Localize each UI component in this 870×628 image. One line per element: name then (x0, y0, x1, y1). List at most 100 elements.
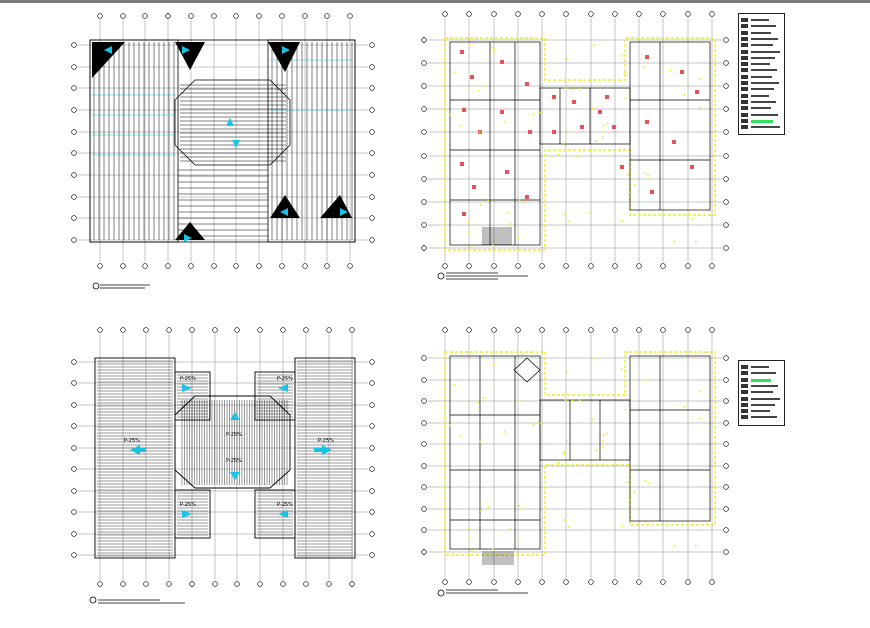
grid-bubble (369, 423, 375, 429)
grid-bubble (660, 327, 666, 333)
legend-row (741, 125, 781, 130)
grid-bubble (588, 327, 594, 333)
grid-bubble (71, 107, 77, 113)
grid-bubble (515, 327, 521, 333)
grid-bubble (326, 581, 332, 587)
legend-text-line (751, 372, 776, 375)
grid-axes (428, 334, 722, 578)
yellow-dot (517, 542, 520, 545)
slope-label: P-25% (180, 502, 196, 508)
fixture-marker (552, 95, 556, 99)
grid-bubble (563, 263, 569, 269)
legend-symbol (741, 62, 748, 67)
grid-bubble (466, 11, 472, 17)
grid-bubble (588, 579, 594, 585)
legend-row (741, 55, 781, 60)
yellow-dot (565, 370, 568, 373)
slope-label: P-25% (124, 438, 140, 444)
grid-bubble (211, 13, 217, 19)
grid-bubble (71, 150, 77, 156)
grid-bubble (369, 466, 375, 472)
legend-text-line (751, 384, 778, 387)
fixture-marker (598, 110, 602, 114)
yellow-dot (673, 240, 676, 243)
legend-symbol (741, 74, 748, 79)
grid-bubble (369, 380, 375, 386)
grid-bubble (491, 11, 497, 17)
grid-bubble (491, 579, 497, 585)
grid-bubble (302, 13, 308, 19)
grid-bubble (466, 579, 472, 585)
grid-bubbles (421, 327, 729, 585)
grid-bubble (723, 355, 729, 361)
yellow-dot (487, 506, 490, 508)
legend-row (741, 383, 781, 388)
yellow-dot (593, 357, 596, 360)
arrow-left-icon (130, 445, 140, 455)
grid-bubble (723, 441, 729, 447)
yellow-dot (482, 397, 485, 400)
grid-bubble (212, 327, 218, 333)
yellow-dot (691, 523, 694, 526)
yellow-dot (492, 244, 494, 246)
arrow-right-icon (340, 208, 348, 216)
yellow-dot (467, 221, 470, 224)
fixture-marker (472, 185, 476, 189)
grid-bubble (71, 172, 77, 178)
grid-bubble (421, 83, 427, 89)
grid-bubble (723, 377, 729, 383)
legend-symbol (741, 371, 748, 376)
grid-bubble (143, 327, 149, 333)
yellow-dot (448, 424, 451, 427)
arrow-up-icon (230, 412, 240, 420)
yellow-dot (628, 192, 631, 195)
grid-bubble (120, 327, 126, 333)
yellow-dot (602, 434, 605, 437)
grid-bubble (211, 263, 217, 269)
yellow-dot (578, 399, 581, 402)
yellow-dot (588, 211, 591, 214)
yellow-dot (593, 44, 596, 46)
grid-bubble (349, 581, 355, 587)
legend-text-line (751, 410, 770, 413)
grid-bubble (71, 423, 77, 429)
yellow-dot (694, 545, 697, 547)
grid-bubble (71, 466, 77, 472)
legend-symbol (741, 55, 748, 60)
fixture-marker (612, 125, 616, 129)
legend-text-line (751, 378, 771, 382)
legend-symbol (741, 402, 748, 407)
yellow-dot (510, 528, 512, 531)
legend-text-line (751, 37, 778, 40)
grid-bubble (723, 83, 729, 89)
legend-row (741, 81, 781, 85)
grid-bubble (280, 327, 286, 333)
grid-bubble (723, 153, 729, 159)
grid-bubble (421, 222, 427, 228)
legend-text-line (751, 366, 769, 368)
grid-bubble (369, 85, 375, 91)
hip-corner (268, 42, 300, 72)
grid-bubble (421, 398, 427, 404)
yellow-dot (468, 43, 471, 46)
yellow-dot (602, 124, 605, 127)
grid-bubble (563, 327, 569, 333)
grid-bubble (71, 488, 77, 494)
yellow-dot (477, 89, 480, 92)
fixture-marker (528, 130, 532, 134)
slope-label: P-25% (180, 376, 196, 382)
fixture-marker (620, 165, 624, 169)
grid-bubble (142, 263, 148, 269)
grid-bubble (612, 11, 618, 17)
slope-label: P-25% (226, 458, 242, 464)
framing-footprint (89, 39, 356, 243)
grid-bubble (421, 129, 427, 135)
electrical-plan-b (421, 327, 729, 597)
arrow-down-icon (230, 472, 240, 480)
grid-bubble (515, 263, 521, 269)
grid-bubble (723, 106, 729, 112)
yellow-dot (467, 527, 470, 529)
legend-row (741, 377, 781, 382)
grid-bubble (709, 263, 715, 269)
